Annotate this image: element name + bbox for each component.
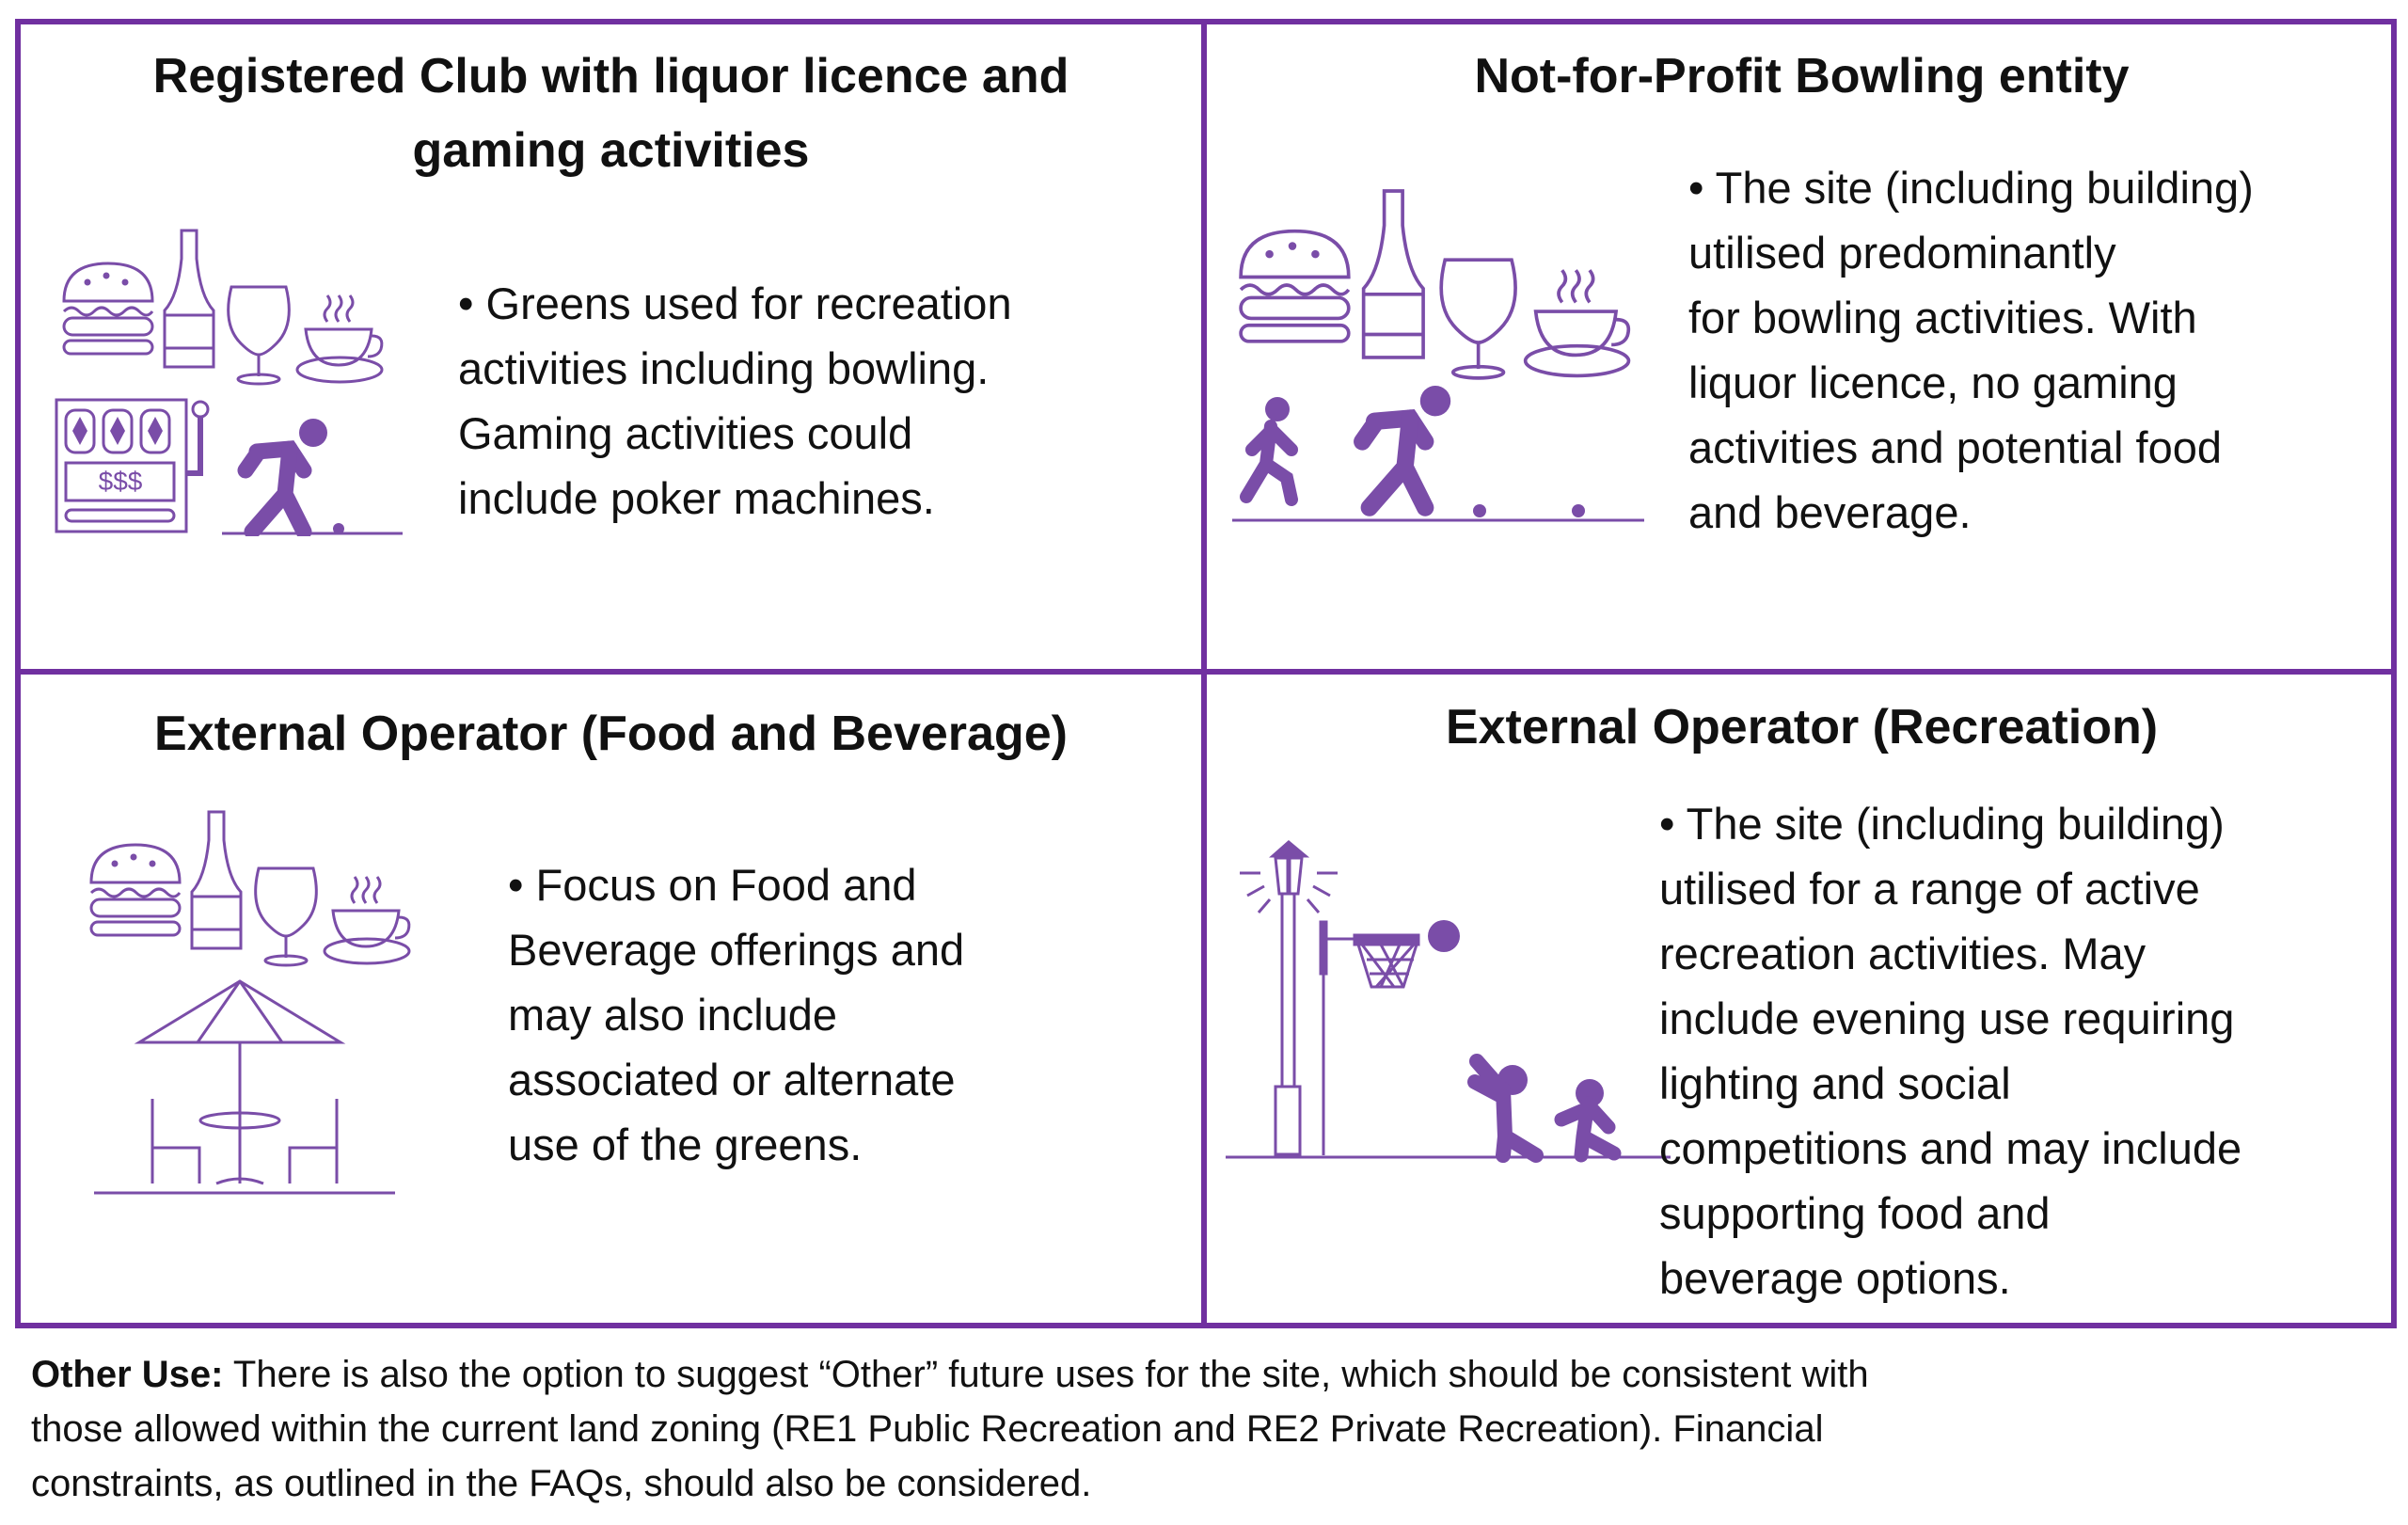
panel-title: External Operator (Recreation)	[1207, 691, 2397, 765]
body-line: utilised predominantly	[1688, 228, 2116, 278]
footer-text: There is also the option to suggest “Oth…	[223, 1354, 1869, 1395]
body-line: • The site (including building)	[1688, 163, 2254, 213]
other-use-label: Other Use:	[31, 1354, 224, 1395]
body-line: competitions and may include	[1659, 1123, 2242, 1173]
body-line: • Focus on Food and	[508, 860, 917, 910]
umbrella-table-icon	[94, 979, 395, 1195]
panel-title: Registered Club with liquor licence and …	[21, 40, 1201, 188]
street-lamp-icon	[1240, 840, 1338, 1156]
basketball-icon	[1428, 920, 1460, 952]
other-use-note: Other Use: There is also the option to s…	[31, 1347, 1869, 1511]
panel-description: • The site (including building) utilised…	[1688, 155, 2254, 545]
recreation-icons	[1226, 840, 1671, 1163]
title-line: Not-for-Profit Bowling entity	[1474, 49, 2130, 103]
bowl-ball-icon	[333, 523, 344, 534]
basketball-players-icon	[1467, 1054, 1622, 1163]
panel-description: • The site (including building) utilised…	[1659, 791, 2242, 1311]
bowl-ball-icon	[1572, 504, 1585, 517]
body-line: Beverage offerings and	[508, 925, 965, 975]
food-drink-icon	[1239, 189, 1631, 380]
walking-person-icon	[1246, 397, 1291, 500]
body-line: use of the greens.	[508, 1120, 863, 1169]
panel-description: • Focus on Food and Beverage offerings a…	[508, 852, 964, 1177]
food-drink-icon	[89, 810, 411, 967]
panel-title: External Operator (Food and Beverage)	[21, 697, 1201, 771]
body-line: for bowling activities. With	[1688, 293, 2197, 342]
bowling-icons	[1232, 189, 1644, 522]
slot-text: $$$	[99, 467, 143, 496]
body-line: beverage options.	[1659, 1253, 2011, 1303]
body-line: and beverage.	[1688, 487, 1972, 537]
title-line: Registered Club with liquor licence and	[152, 49, 1069, 103]
footer-line: Other Use: There is also the option to s…	[31, 1347, 1869, 1402]
lawn-bowler-icon	[1362, 386, 1450, 508]
horizontal-divider	[15, 669, 2397, 675]
title-line: External Operator (Food and Beverage)	[154, 707, 1068, 761]
lawn-bowler-icon	[246, 419, 327, 532]
slot-machine-icon: $$$	[55, 398, 210, 533]
body-line: associated or alternate	[508, 1055, 956, 1104]
body-line: activities including bowling.	[458, 343, 990, 393]
body-line: may also include	[508, 990, 838, 1040]
body-line: • Greens used for recreation	[458, 278, 1012, 328]
body-line: include poker machines.	[458, 473, 935, 523]
body-line: • The site (including building)	[1659, 799, 2225, 849]
panel-title: Not-for-Profit Bowling entity	[1207, 40, 2397, 114]
club-icons: $$$	[55, 229, 403, 536]
title-line: gaming activities	[412, 123, 810, 178]
food-beverage-icons	[89, 810, 411, 1195]
panel-description: • Greens used for recreation activities …	[458, 271, 1012, 531]
food-drink-icon	[62, 229, 384, 386]
body-line: supporting food and	[1659, 1188, 2051, 1238]
body-line: Gaming activities could	[458, 408, 913, 458]
footer-line: constraints, as outlined in the FAQs, sh…	[31, 1463, 1092, 1504]
footer-line: those allowed within the current land zo…	[31, 1408, 1824, 1450]
body-line: activities and potential food	[1688, 422, 2222, 472]
title-line: External Operator (Recreation)	[1445, 700, 2159, 755]
body-line: include evening use requiring	[1659, 993, 2235, 1043]
body-line: recreation activities. May	[1659, 929, 2147, 978]
body-line: liquor licence, no gaming	[1688, 357, 2178, 407]
body-line: lighting and social	[1659, 1058, 2011, 1108]
basketball-hoop-icon	[1319, 920, 1460, 1155]
body-line: utilised for a range of active	[1659, 864, 2200, 913]
bowl-ball-icon	[1473, 504, 1486, 517]
